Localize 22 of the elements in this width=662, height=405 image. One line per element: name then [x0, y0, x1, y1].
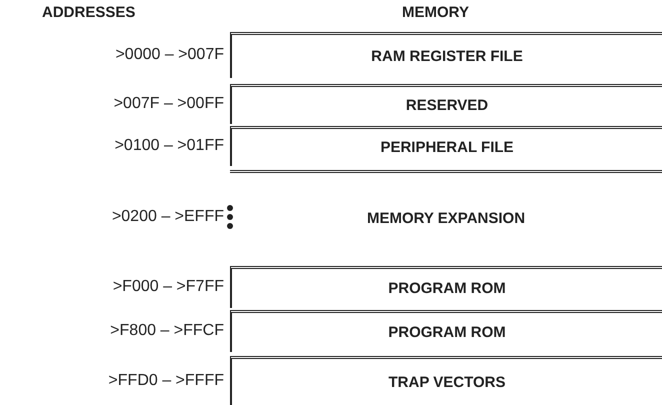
address-range: >FFD0 – >FFFF	[108, 372, 224, 390]
region-name: RAM REGISTER FILE	[371, 48, 523, 65]
region-name: MEMORY EXPANSION	[366, 210, 526, 227]
region-name: TRAP VECTORS	[388, 374, 506, 390]
memory-region	[230, 126, 662, 166]
memory-region	[230, 32, 662, 78]
column-heading: ADDRESSES	[42, 4, 136, 21]
address-range: >0000 – >007F	[115, 46, 224, 64]
address-range: >0100 – >01FF	[114, 137, 224, 155]
region-name: PERIPHERAL FILE	[380, 139, 514, 156]
address-range: >007F – >00FF	[114, 95, 224, 113]
address-range: >F800 – >FFCF	[110, 322, 224, 340]
memory-region	[230, 84, 662, 124]
address-range: >0200 – >EFFF	[112, 208, 224, 226]
memory-region	[230, 310, 662, 352]
region-name: PROGRAM ROM	[388, 280, 506, 297]
region-name: RESERVED	[406, 97, 488, 114]
memory-region	[230, 356, 662, 405]
column-heading: MEMORY	[402, 4, 469, 21]
address-range: >F000 – >F7FF	[112, 278, 224, 296]
memory-region	[230, 266, 662, 308]
region-name: PROGRAM ROM	[388, 324, 506, 341]
